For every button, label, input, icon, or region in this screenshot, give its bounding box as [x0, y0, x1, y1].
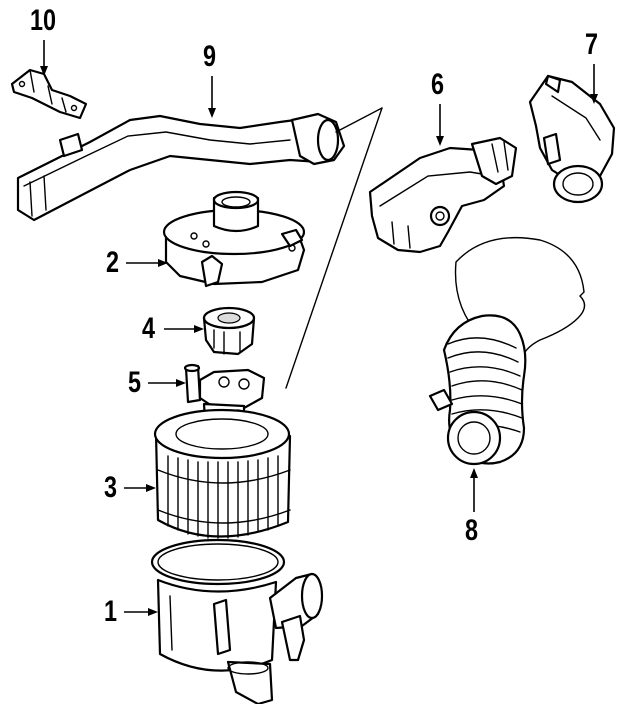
part-6-resonator	[368, 136, 518, 254]
callout-3: 3	[104, 471, 118, 504]
callout-9: 9	[203, 40, 217, 73]
callout-7: 7	[585, 28, 599, 61]
part-9-intake-duct	[16, 107, 383, 389]
part-1-air-cleaner-body	[150, 538, 324, 704]
callout-1: 1	[104, 595, 118, 628]
callout-4: 4	[142, 312, 156, 345]
part-8-flexible-hose	[428, 236, 586, 466]
callout-leaders	[40, 40, 598, 616]
callout-2: 2	[106, 246, 120, 279]
part-3-filter-element	[153, 408, 292, 539]
callout-10: 10	[30, 4, 57, 37]
part-10-bracket	[10, 68, 88, 120]
callout-5: 5	[128, 366, 142, 399]
part-7-connector	[528, 74, 616, 204]
callout-6: 6	[431, 68, 445, 101]
callout-8: 8	[465, 514, 479, 547]
part-2-air-cleaner-lid	[162, 190, 306, 288]
part-4-valve	[202, 306, 256, 356]
